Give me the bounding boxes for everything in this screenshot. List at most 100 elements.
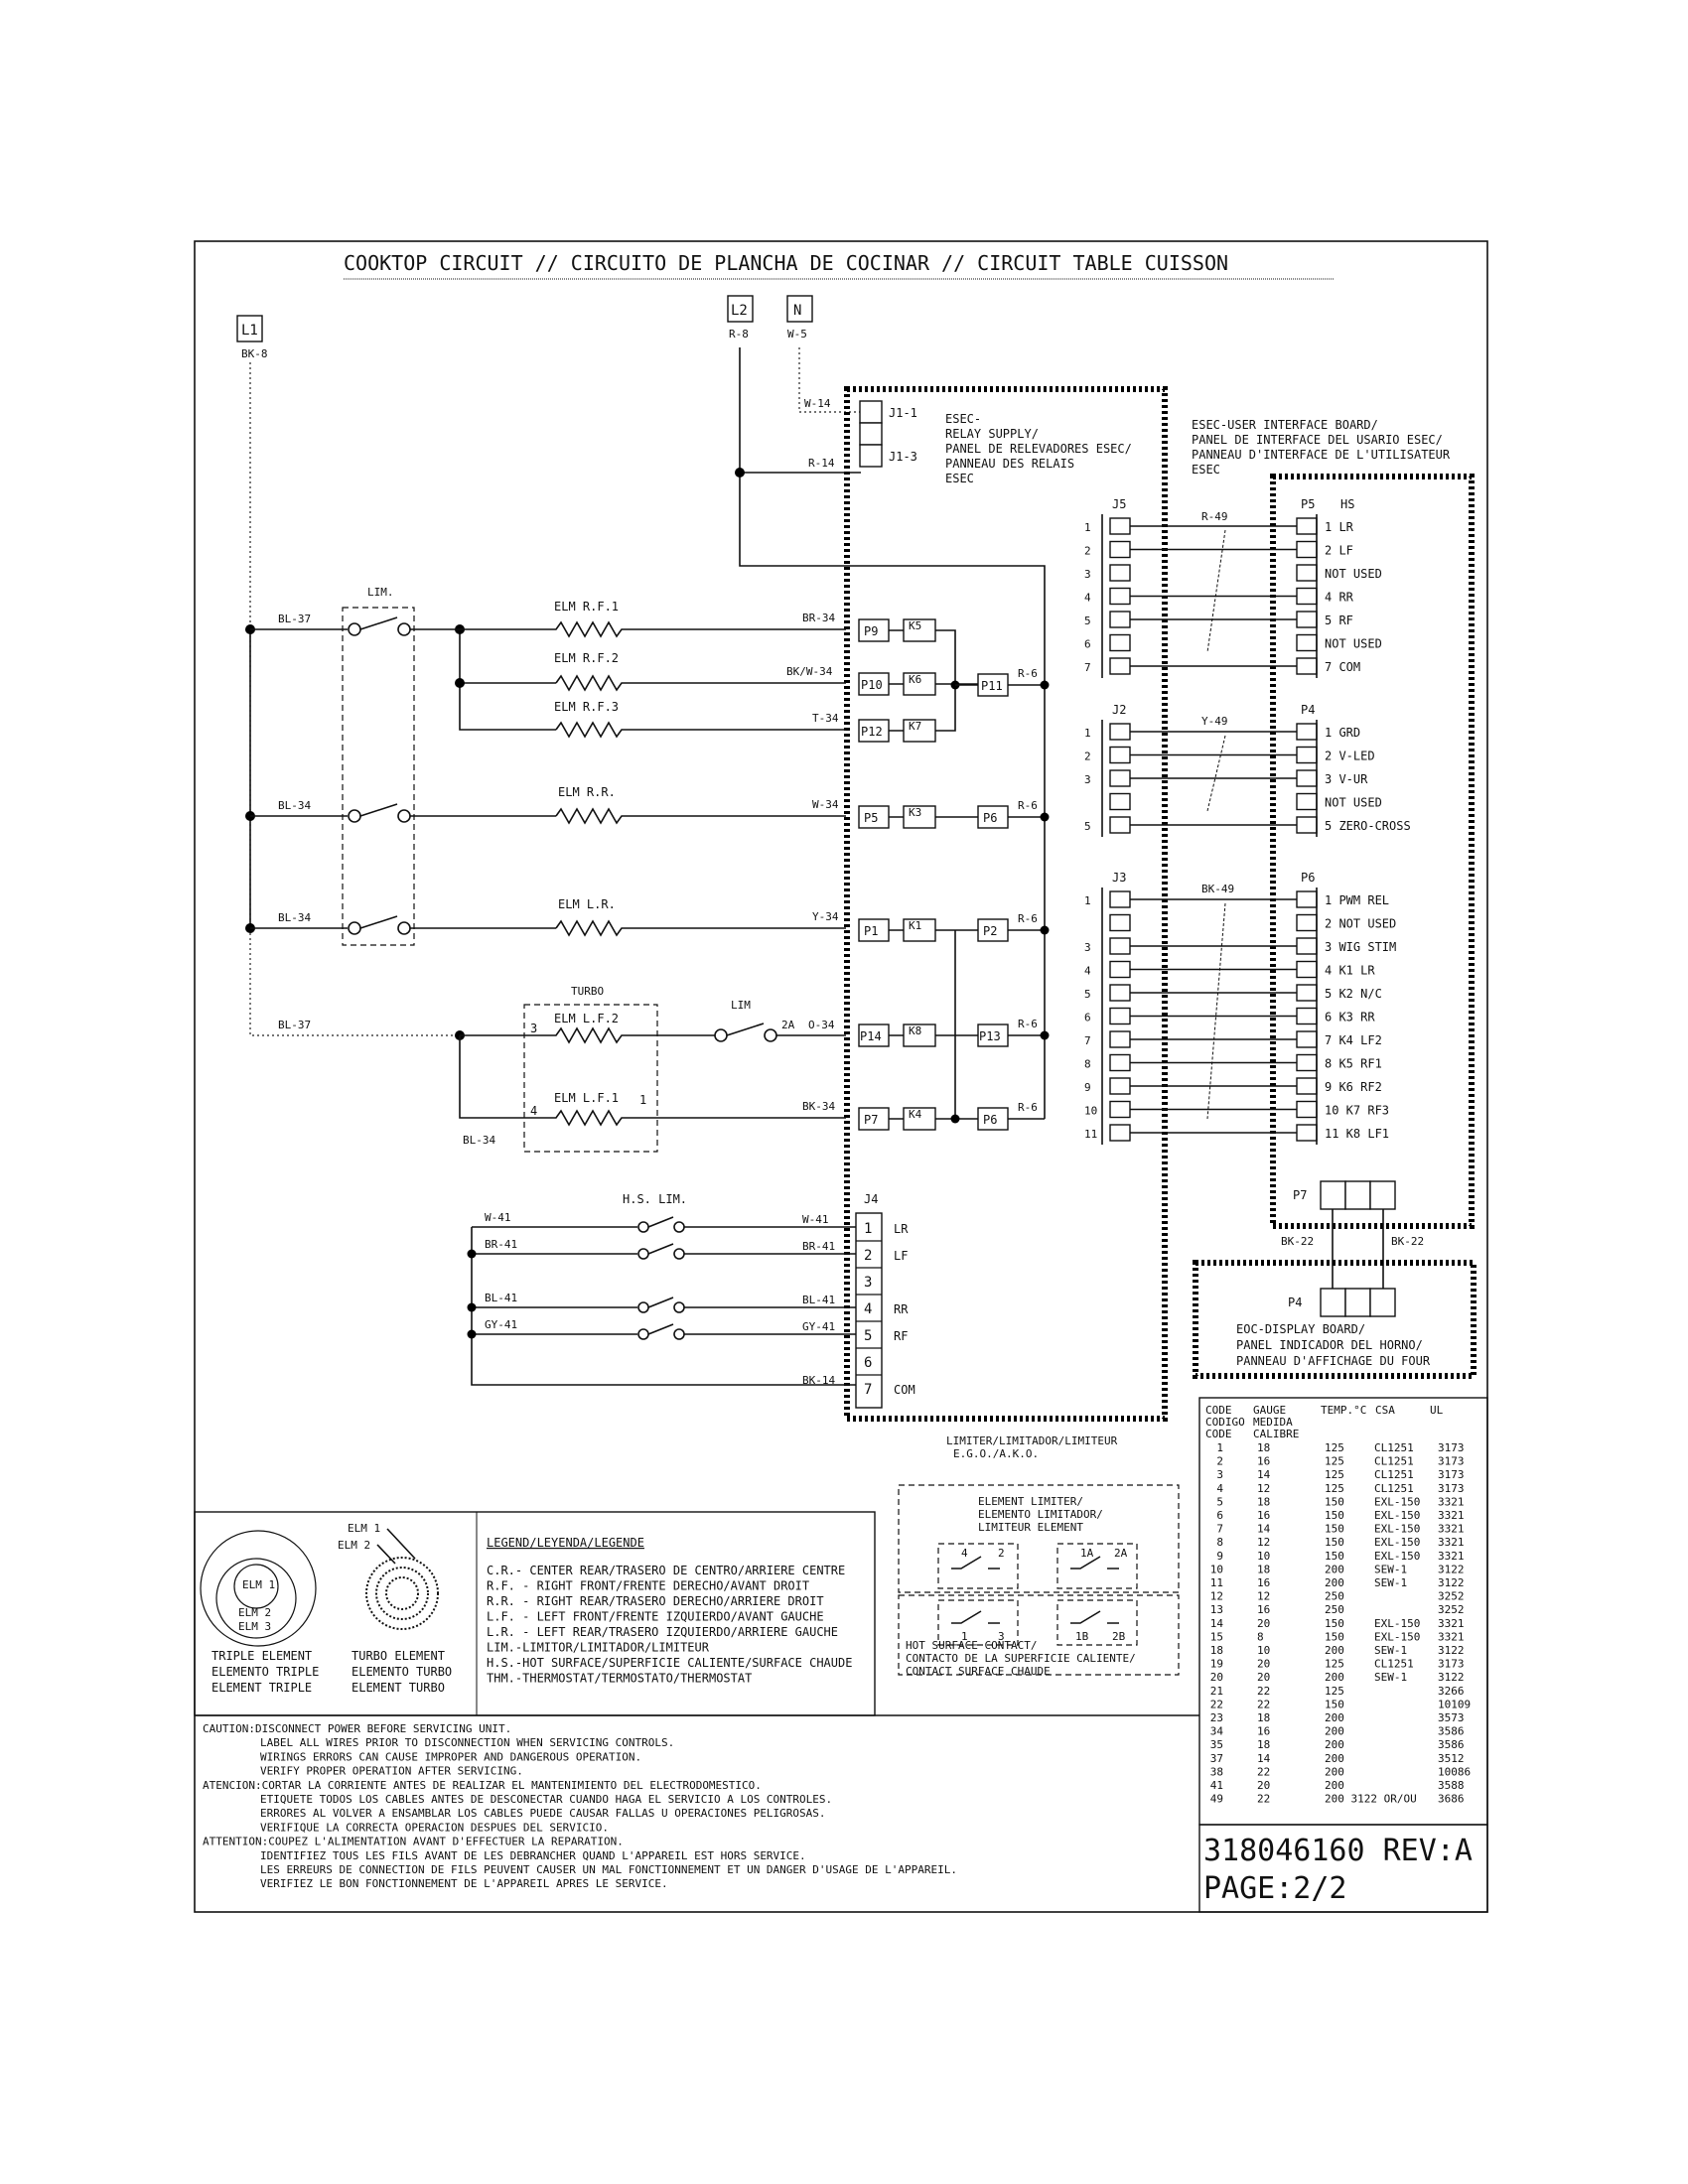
connector-label: J5	[1112, 497, 1126, 511]
j4-pin: 3	[864, 1275, 872, 1291]
svg-text:BK-22: BK-22	[1281, 1235, 1314, 1248]
svg-text:ELM L.F.1: ELM L.F.1	[554, 1091, 619, 1105]
pin-function: 3 V-UR	[1325, 772, 1368, 786]
svg-text:2B: 2B	[1112, 1630, 1126, 1643]
svg-text:ELM R.F.3: ELM R.F.3	[554, 700, 619, 714]
svg-text:ELEMENT TRIPLE: ELEMENT TRIPLE	[211, 1681, 312, 1695]
caution-line: LABEL ALL WIRES PRIOR TO DISCONNECTION W…	[260, 1736, 674, 1749]
relay-row-rf3: P12 K7	[858, 685, 956, 743]
limiter-label-top: LIM.	[367, 586, 394, 599]
limiter-legend: LIMITER/LIMITADOR/LIMITEUR E.G.O./A.K.O.…	[898, 1434, 1180, 1678]
connector-p7: P7 BK-22 BK-22	[1281, 1180, 1424, 1291]
table-cell: 11	[1210, 1576, 1223, 1589]
svg-text:P13: P13	[979, 1029, 1001, 1043]
svg-text:R-8: R-8	[729, 328, 749, 341]
connector-label: HS	[1340, 497, 1354, 511]
table-cell: 3321	[1438, 1495, 1465, 1508]
j4-wire-label: BL-41	[802, 1294, 835, 1306]
table-cell: 12	[1257, 1482, 1270, 1495]
relay-row-lf2: P14 K8 P13 R-6	[858, 1018, 1045, 1047]
diagram-title: COOKTOP CIRCUIT // CIRCUITO DE PLANCHA D…	[344, 251, 1228, 275]
table-cell: 150	[1325, 1495, 1344, 1508]
table-cell: 200	[1325, 1779, 1344, 1792]
pin-function: NOT USED	[1325, 637, 1382, 651]
pin-function: 1 GRD	[1325, 726, 1360, 740]
pin-function: 1 PWM REL	[1325, 893, 1389, 907]
svg-text:1A: 1A	[1080, 1547, 1094, 1560]
j4-wire-label: BK-14	[802, 1374, 835, 1387]
table-cell: 3122	[1438, 1671, 1465, 1684]
j4-pin: 6	[864, 1355, 872, 1371]
svg-text:P1: P1	[864, 924, 878, 938]
wire-bl37-b: BL-37	[278, 1019, 311, 1031]
svg-text:ESEC-: ESEC-	[945, 412, 981, 426]
table-cell: 22	[1257, 1698, 1270, 1710]
caution-line: ATTENTION:COUPEZ L'ALIMENTATION AVANT D'…	[203, 1836, 624, 1848]
relay-row-rf2: P10 K6	[858, 672, 978, 696]
svg-text:P12: P12	[861, 725, 883, 739]
svg-text:ELM 2: ELM 2	[238, 1606, 271, 1619]
table-cell: 20	[1257, 1779, 1270, 1792]
caution-line: ETIQUETE TODOS LOS CABLES ANTES DE DESCO…	[260, 1793, 832, 1806]
svg-text:BK/W-34: BK/W-34	[786, 665, 833, 678]
table-cell: 22	[1257, 1765, 1270, 1778]
svg-text:ELM 3: ELM 3	[238, 1620, 271, 1633]
pin-number: 2	[1084, 545, 1091, 558]
table-cell: 6	[1216, 1509, 1223, 1522]
svg-text:K3: K3	[909, 806, 921, 819]
table-cell: 14	[1257, 1523, 1271, 1536]
svg-text:W-34: W-34	[812, 798, 839, 811]
svg-text:J4: J4	[864, 1192, 878, 1206]
table-cell: 200	[1325, 1725, 1344, 1738]
table-header: MEDIDA	[1253, 1416, 1293, 1429]
table-cell: 12	[1210, 1590, 1223, 1603]
ui-board-label: ESEC-USER INTERFACE BOARD/ PANEL DE INTE…	[1192, 418, 1451, 477]
limiter-box-top	[342, 607, 415, 946]
element-rf1: ELM R.F.1 BR-34	[460, 600, 846, 638]
table-cell: CL1251	[1374, 1455, 1414, 1468]
table-cell: 200	[1325, 1563, 1344, 1575]
svg-text:E.G.O./A.K.O.: E.G.O./A.K.O.	[953, 1447, 1039, 1460]
svg-text:P4: P4	[1288, 1296, 1302, 1309]
table-cell: EXL-150	[1374, 1536, 1420, 1549]
table-cell: 18	[1257, 1441, 1270, 1454]
return-p11: P11 R-6	[977, 667, 1045, 697]
svg-text:LIMITEUR ELEMENT: LIMITEUR ELEMENT	[978, 1521, 1083, 1534]
caution-line: LES ERREURS DE CONNECTION DE FILS PEUVEN…	[260, 1863, 957, 1876]
table-cell: 150	[1325, 1523, 1344, 1536]
svg-text:K6: K6	[909, 673, 921, 686]
svg-text:ELEMENTO LIMITADOR/: ELEMENTO LIMITADOR/	[978, 1508, 1103, 1521]
svg-text:RELAY SUPPLY/: RELAY SUPPLY/	[945, 427, 1039, 441]
table-cell: 41	[1210, 1779, 1223, 1792]
pin-function: 8 K5 RF1	[1325, 1057, 1382, 1071]
svg-text:ELM L.F.2: ELM L.F.2	[554, 1012, 619, 1025]
table-cell: 3173	[1438, 1658, 1465, 1671]
svg-text:P6: P6	[983, 1113, 997, 1127]
j4-pin: 5	[864, 1328, 872, 1344]
connector-label: P5	[1301, 497, 1315, 511]
svg-text:ELEMENTO TURBO: ELEMENTO TURBO	[352, 1665, 452, 1679]
table-cell: 3321	[1438, 1509, 1465, 1522]
table-cell: 200	[1325, 1765, 1344, 1778]
table-cell: 14	[1257, 1752, 1271, 1765]
svg-text:3: 3	[998, 1630, 1005, 1643]
svg-text:J1-3: J1-3	[889, 450, 917, 464]
limiter-switch-rr	[250, 803, 556, 823]
table-cell: 10	[1257, 1644, 1270, 1657]
table-cell: 14	[1257, 1468, 1271, 1481]
table-cell: 5	[1216, 1495, 1223, 1508]
caution-line: VERIFIQUE LA CORRECTA OPERACION DESPUES …	[260, 1821, 609, 1834]
turbo-label: TURBO	[571, 985, 604, 998]
svg-text:BR-34: BR-34	[802, 612, 835, 624]
table-cell: 12	[1257, 1536, 1270, 1549]
relay-row-lr: P1 K1 P2 R-6	[858, 912, 1045, 942]
caution-line: ERRORES AL VOLVER A ENSAMBLAR LOS CABLES…	[260, 1807, 826, 1820]
pin-number: 3	[1084, 568, 1091, 581]
pin-number: 10	[1084, 1105, 1097, 1118]
svg-text:PANNEAU DES RELAIS: PANNEAU DES RELAIS	[945, 457, 1074, 471]
wire-bl34-b: BL-34	[278, 911, 311, 924]
svg-text:HOT SURFACE CONTACT/: HOT SURFACE CONTACT/	[906, 1639, 1037, 1652]
